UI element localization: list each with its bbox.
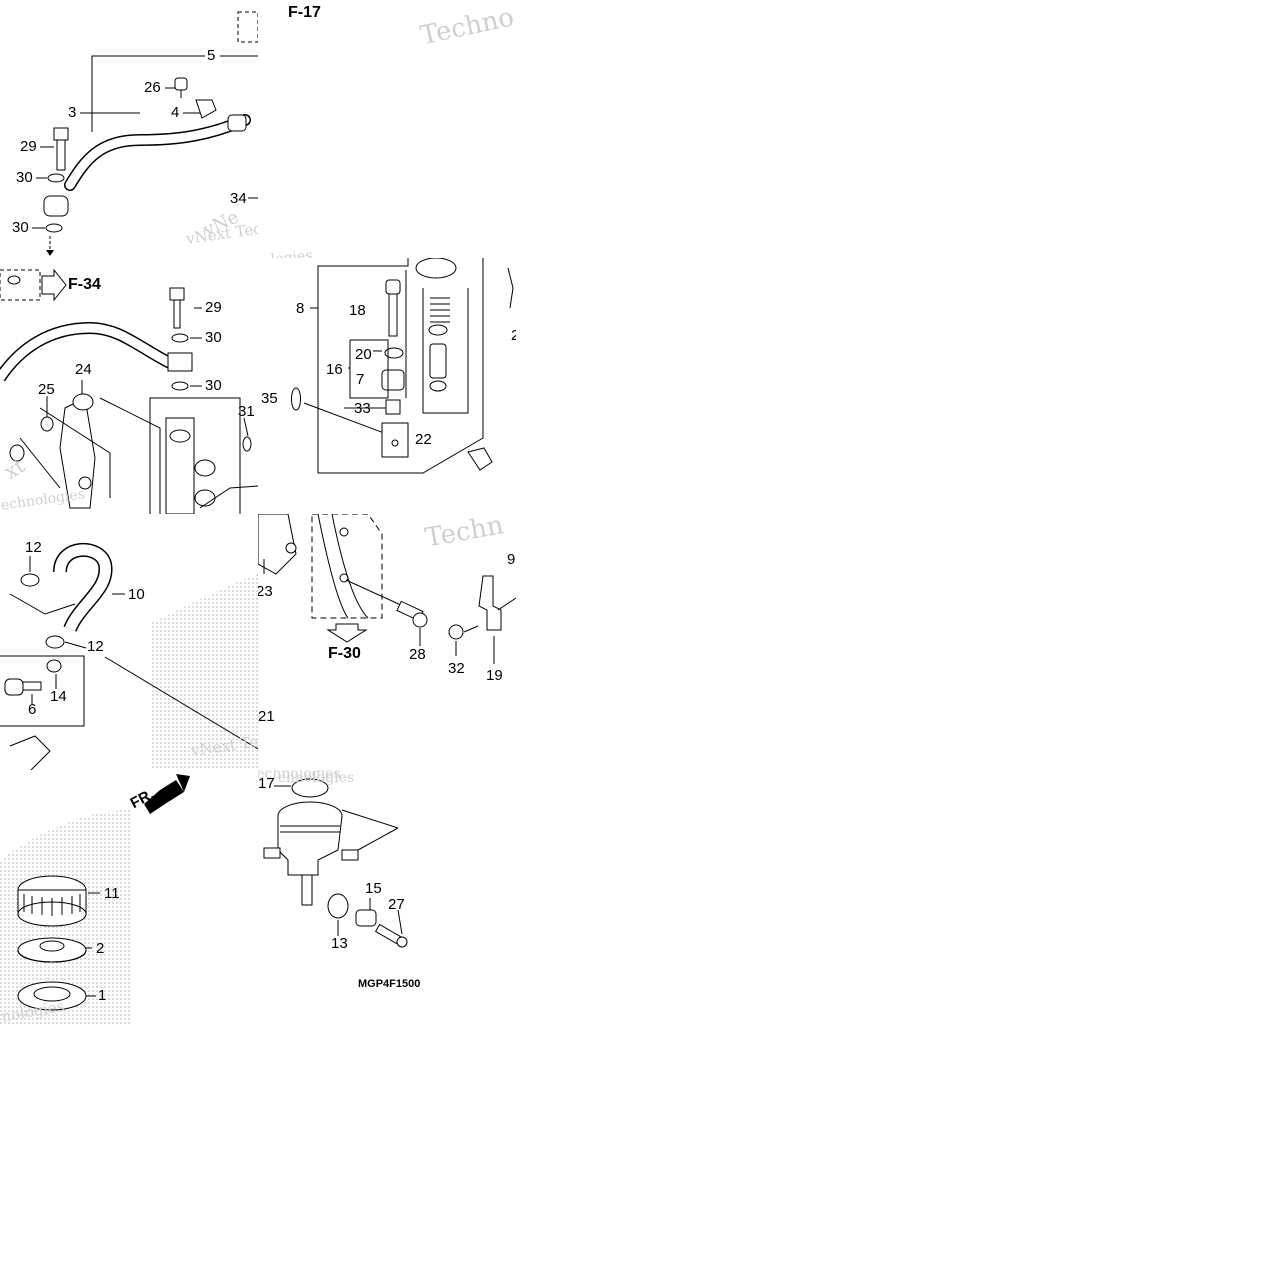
watermark: chnologies — [278, 770, 355, 786]
reference-label-f17: F-17 — [288, 4, 321, 21]
part-number-label: 23 — [258, 583, 273, 600]
part-number-label: 9 — [507, 551, 516, 568]
push-rod-assembly-drawing — [291, 258, 514, 474]
part-number-label: 29 — [205, 299, 222, 316]
watermark: Techno — [418, 2, 516, 52]
diagram-tile-bottom-center: 17 15 27 13 MGP4F1500 chnologies Technol… — [258, 770, 516, 1026]
diagram-tile-center-upper: 8 18 20 16 7 33 35 22 2 — [258, 258, 516, 514]
reference-label-f30: F-30 — [328, 645, 361, 662]
diagram-tile-left-upper: F-34 29 30 30 24 25 31 xt echnologies — [0, 258, 258, 514]
watermark: logies — [270, 247, 314, 258]
diagram-tile-top-left: 5 26 3 4 29 30 30 34 vNext Tec vNe — [0, 0, 258, 258]
part-number-label: 15 — [365, 880, 382, 897]
part-number-label: 3 — [68, 104, 77, 121]
part-number-label: 21 — [258, 708, 275, 725]
diagram-tile-center-lower: F-30 23 28 9 32 19 21 Techn — [258, 514, 516, 770]
part-number-label: 28 — [409, 646, 426, 663]
part-number-label: 17 — [258, 775, 275, 792]
part-number-label: 12 — [25, 539, 42, 556]
part-number-label: 26 — [144, 79, 161, 96]
part-number-label: 19 — [486, 667, 503, 684]
diagram-code: MGP4F1500 — [358, 978, 421, 990]
part-number-label: 8 — [296, 300, 305, 317]
part-number-label: 35 — [261, 390, 278, 407]
part-number-label: 12 — [87, 638, 104, 655]
hose-assembly-drawing — [32, 11, 258, 256]
part-number-label: 27 — [388, 896, 405, 913]
part-number-label: 2 — [96, 940, 105, 957]
part-number-label: 22 — [415, 431, 432, 448]
part-number-label: 10 — [128, 586, 145, 603]
part-number-label: 16 — [326, 361, 343, 378]
reservoir-cap-drawing — [0, 774, 190, 1026]
part-number-label: 2 — [511, 327, 516, 344]
master-cylinder-drawing — [0, 268, 258, 514]
part-number-label: 30 — [205, 329, 222, 346]
part-number-label: 7 — [356, 371, 365, 388]
part-number-label: 1 — [98, 987, 107, 1004]
reservoir-hose-drawing — [0, 543, 258, 770]
reservoir-body-drawing — [263, 778, 408, 948]
part-number-label: 30 — [205, 377, 222, 394]
diagram-tile-top-middle: F-17 Techno logies — [258, 0, 516, 258]
part-number-label: 34 — [230, 190, 247, 207]
bracket-drawing — [258, 514, 516, 664]
part-number-label: 6 — [28, 701, 37, 718]
part-number-label: 18 — [349, 302, 366, 319]
part-number-label: 33 — [354, 400, 371, 417]
reference-label-f34: F-34 — [68, 276, 101, 293]
part-number-label: 31 — [238, 403, 255, 420]
part-number-label: 13 — [331, 935, 348, 952]
part-number-label: 25 — [38, 381, 55, 398]
part-number-label: 20 — [355, 346, 372, 363]
part-number-label: 4 — [171, 104, 180, 121]
part-number-label: 5 — [207, 47, 216, 64]
diagram-tile-left-lower: 12 10 12 6 14 vNext Te — [0, 514, 258, 770]
part-number-label: 32 — [448, 660, 465, 677]
part-number-label: 24 — [75, 361, 92, 378]
part-number-label: 30 — [12, 219, 29, 236]
part-number-label: 11 — [104, 885, 120, 902]
part-number-label: 30 — [16, 169, 33, 186]
diagram-tile-bottom-left: FR. 11 2 1 nologies — [0, 770, 258, 1026]
part-number-label: 29 — [20, 138, 37, 155]
part-number-label: 14 — [50, 688, 67, 705]
